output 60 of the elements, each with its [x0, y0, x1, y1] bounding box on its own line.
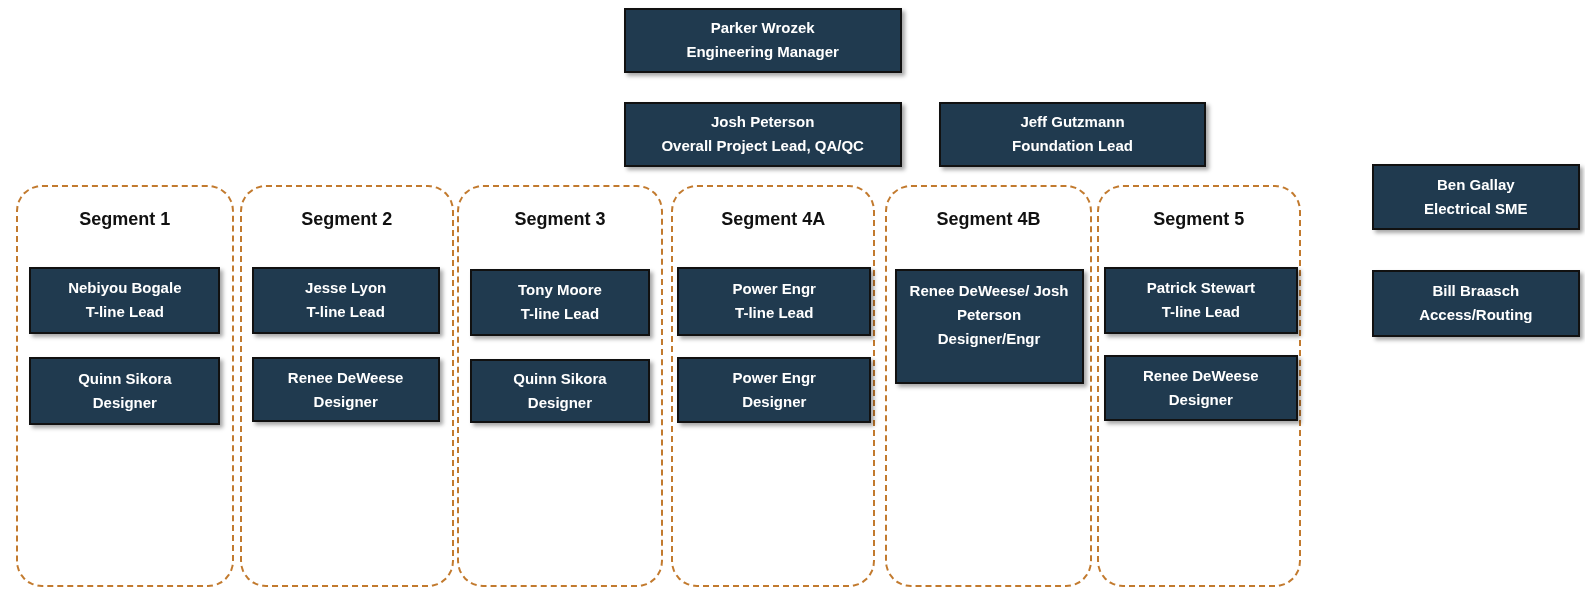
job-title: Designer [527, 393, 593, 414]
role-card [29, 266, 221, 334]
role-card [251, 266, 440, 334]
segment-panel [239, 184, 454, 588]
segment-heading: Segment 5 [1152, 208, 1246, 230]
role-card [1371, 163, 1580, 231]
job-title: Overall Project Lead, QA/QC [661, 136, 864, 157]
role-card [677, 356, 872, 424]
segment-panel [1096, 184, 1301, 588]
segment-panel [456, 184, 664, 588]
person-name: Renee DeWeese/ Josh Peterson [908, 280, 1070, 325]
segment-heading: Segment 4A [720, 208, 827, 230]
role-card [1371, 269, 1580, 337]
job-title: Electrical SME [1424, 199, 1528, 220]
person-name: Ben Gallay [1437, 175, 1515, 196]
person-name: Jeff Gutzmann [1020, 112, 1125, 133]
person-name: Quinn Sikora [78, 368, 172, 389]
job-title: Designer [742, 392, 807, 413]
role-card [894, 268, 1084, 385]
job-title: Designer [92, 392, 157, 413]
person-name: Parker Wrozek [710, 18, 815, 39]
job-title: T-line Lead [306, 302, 385, 323]
role-card [470, 268, 650, 336]
person-name: Quinn Sikora [513, 369, 607, 390]
job-title: Designer [313, 391, 378, 412]
segment-heading: Segment 3 [513, 208, 607, 230]
segment-heading: Segment 1 [78, 208, 172, 230]
person-name: Renee DeWeese [1143, 366, 1259, 387]
person-name: Patrick Stewart [1146, 278, 1256, 299]
segment-heading: Segment 2 [300, 208, 394, 230]
person-name: Power Engr [732, 279, 816, 300]
role-card [29, 356, 221, 425]
job-title: T-line Lead [85, 302, 164, 323]
person-name: Nebiyou Bogale [68, 278, 182, 299]
job-title: Access/Routing [1419, 305, 1533, 326]
role-card [1103, 266, 1298, 334]
segment-panel [16, 184, 234, 588]
job-title: T-line Lead [735, 303, 814, 324]
role-card [623, 102, 902, 167]
person-name: Renee DeWeese [287, 367, 404, 388]
role-card [1103, 354, 1298, 422]
person-name: Josh Peterson [711, 112, 815, 133]
job-title: Engineering Manager [686, 42, 839, 63]
segment-panel [885, 184, 1092, 588]
job-title: Foundation Lead [1012, 136, 1133, 157]
job-title: Designer [1168, 390, 1233, 411]
person-name: Bill Braasch [1432, 281, 1520, 302]
job-title: T-line Lead [1161, 302, 1240, 323]
person-name: Tony Moore [518, 280, 602, 301]
role-card [623, 8, 902, 73]
segment-panel [671, 184, 876, 588]
role-card [470, 358, 650, 424]
role-card [677, 266, 872, 336]
role-card [251, 356, 440, 423]
job-title: T-line Lead [520, 304, 600, 325]
role-card [939, 102, 1206, 167]
person-name: Power Engr [732, 368, 816, 389]
person-name: Jesse Lyon [305, 278, 387, 299]
job-title: Designer/Engr [937, 328, 1041, 349]
segment-heading: Segment 4B [935, 208, 1042, 230]
